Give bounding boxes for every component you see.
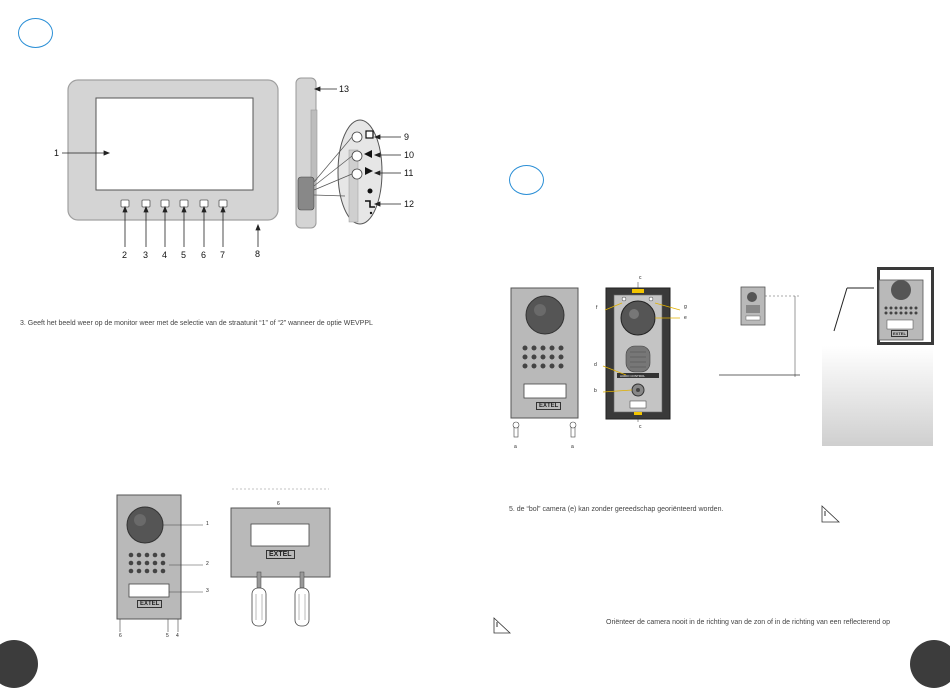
door-callout-6: 6 — [119, 633, 122, 639]
section-marker-circle-left — [18, 18, 53, 48]
camera-callout-b: b — [594, 388, 597, 394]
brand-logo-extel-mount: EXTEL — [891, 330, 908, 337]
camera-callout-f: f — [596, 305, 598, 311]
section-marker-circle-right — [509, 165, 544, 195]
callout-6: 6 — [201, 250, 207, 260]
instruction-step-5: 5. de “bol” camera (e) kan zonder gereed… — [509, 506, 724, 513]
door-callout-4: 4 — [176, 633, 179, 639]
plate-callout-6: 6 — [277, 501, 280, 507]
callout-11: 11 — [404, 168, 414, 178]
brand-logo-extel-right: EXTEL — [536, 402, 562, 410]
callout-13: 13 — [339, 84, 350, 94]
audio-control-label: AUDIO CONTROL — [620, 374, 646, 378]
camera-callout-d: d — [594, 362, 597, 368]
door-callout-2: 2 — [206, 561, 209, 567]
camera-callout-c-bottom: c — [639, 424, 642, 430]
camera-callout-g: g — [684, 304, 687, 310]
callout-7: 7 — [220, 250, 226, 260]
instruction-step-3: 3. Geeft het beeld weer op de monitor we… — [20, 320, 373, 327]
callout-5: 5 — [181, 250, 187, 260]
warning-icon-top — [822, 504, 840, 522]
callout-10: 10 — [404, 150, 415, 160]
callout-1: 1 — [54, 148, 60, 158]
camera-unit-illustration — [493, 267, 934, 634]
door-callout-1: 1 — [206, 521, 209, 527]
callout-8: 8 — [255, 249, 261, 259]
screw-label-right: a — [571, 444, 574, 450]
door-callout-5: 5 — [166, 633, 169, 639]
callout-3: 3 — [143, 250, 149, 260]
brand-logo-extel-plate: EXTEL — [266, 550, 295, 559]
screw-label-left: a — [514, 444, 517, 450]
camera-callout-e: e — [684, 315, 687, 321]
camera-callout-c-top: c — [639, 275, 642, 281]
warning-text: Oriënteer de camera nooit in de richting… — [606, 619, 891, 626]
warning-icon-bottom — [494, 616, 512, 634]
monitor-illustration — [62, 77, 401, 247]
brand-logo-extel-left: EXTEL — [137, 600, 163, 608]
door-callout-3: 3 — [206, 588, 209, 594]
callout-4: 4 — [162, 250, 168, 260]
door-unit-illustration — [116, 488, 331, 632]
callout-12: 12 — [404, 199, 415, 209]
callout-9: 9 — [404, 132, 410, 142]
callout-2: 2 — [122, 250, 128, 260]
